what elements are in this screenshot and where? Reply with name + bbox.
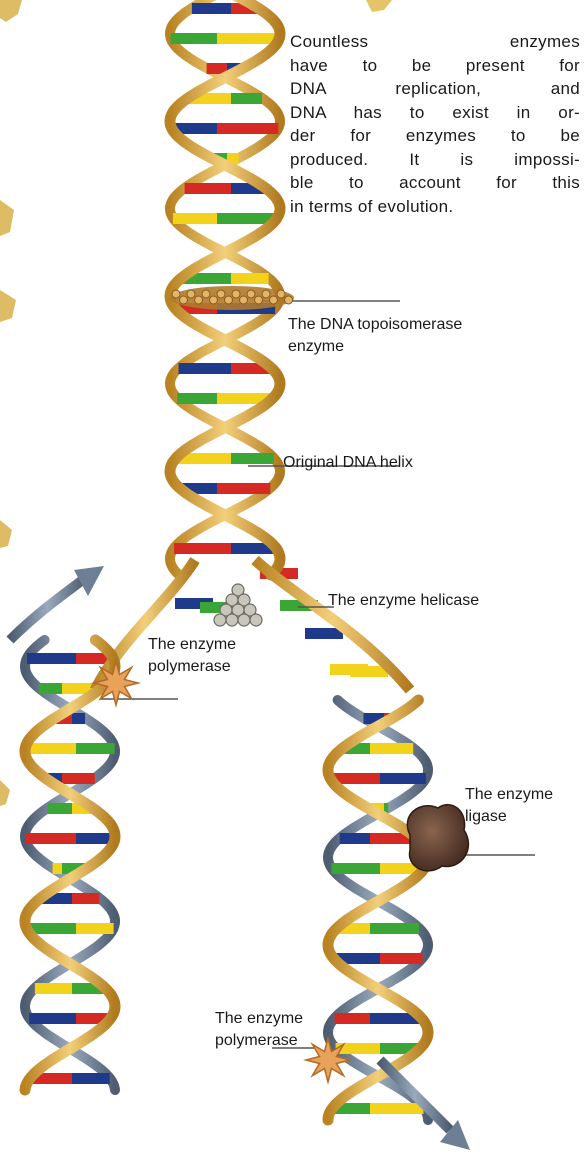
base-pair bbox=[72, 713, 85, 724]
base-pair bbox=[231, 93, 262, 104]
base-pair bbox=[76, 743, 115, 754]
base-pair bbox=[185, 183, 231, 194]
label-helicase: The enzyme helicase bbox=[328, 590, 479, 612]
base-pair bbox=[47, 803, 72, 814]
label-polymerase-left: The enzyme polymerase bbox=[148, 634, 236, 678]
base-pair bbox=[231, 273, 269, 284]
base-pair bbox=[72, 1073, 110, 1084]
description-line: Countless enzymes bbox=[290, 30, 580, 54]
base-pair bbox=[173, 213, 217, 224]
ligase-enzyme bbox=[407, 805, 468, 871]
base-pair bbox=[171, 33, 217, 44]
base-pair bbox=[179, 363, 231, 374]
description-text: Countless enzymes have to be present for… bbox=[290, 30, 580, 218]
label-line: The enzyme bbox=[148, 634, 236, 656]
base-pair bbox=[231, 453, 274, 464]
label-line: ligase bbox=[465, 806, 553, 828]
leaf-decoration bbox=[0, 0, 22, 806]
new-strand-arrow-left bbox=[10, 578, 85, 640]
base-pair bbox=[370, 923, 419, 934]
leaf-decoration bbox=[366, 0, 392, 12]
new-strand-arrow-right bbox=[380, 1060, 450, 1130]
base-pair bbox=[370, 743, 413, 754]
label-line: The enzyme bbox=[465, 784, 553, 806]
base-pair bbox=[217, 123, 278, 134]
base-pair bbox=[27, 653, 76, 664]
base-pair bbox=[29, 1013, 76, 1024]
description-line: der for enzymes to be bbox=[290, 124, 580, 148]
description-line: DNA replication, and bbox=[290, 77, 580, 101]
label-line: polymerase bbox=[148, 656, 236, 678]
polymerase-enzyme-bottom bbox=[306, 1038, 350, 1082]
base-pair bbox=[305, 628, 343, 639]
base-pair bbox=[53, 863, 62, 874]
description-line: DNA has to exist in or- bbox=[290, 101, 580, 125]
label-line: enzyme bbox=[288, 336, 462, 358]
base-pair bbox=[192, 3, 231, 14]
label-ligase: The enzyme ligase bbox=[465, 784, 553, 828]
base-pair bbox=[370, 1103, 423, 1114]
label-original-helix: Original DNA helix bbox=[283, 452, 413, 474]
label-line: The enzyme bbox=[215, 1008, 303, 1030]
label-topoisomerase: The DNA topoisomerase enzyme bbox=[288, 314, 462, 358]
base-pair bbox=[177, 393, 217, 404]
description-line: produced. It is impossi- bbox=[290, 148, 580, 172]
base-pair bbox=[35, 983, 72, 994]
label-line: polymerase bbox=[215, 1030, 303, 1052]
base-pair bbox=[340, 833, 370, 844]
label-polymerase-bottom: The enzyme polymerase bbox=[215, 1008, 303, 1052]
base-pair bbox=[72, 893, 99, 904]
description-line: have to be present for bbox=[290, 54, 580, 78]
base-pair bbox=[62, 773, 95, 784]
base-pair bbox=[25, 833, 76, 844]
base-pair bbox=[380, 773, 426, 784]
base-pair bbox=[380, 953, 423, 964]
base-pair bbox=[217, 33, 279, 44]
base-pair bbox=[217, 483, 270, 494]
base-pair bbox=[39, 683, 62, 694]
topoisomerase-enzyme bbox=[170, 286, 294, 310]
base-pair bbox=[332, 863, 380, 874]
polymerase-enzyme-left bbox=[94, 661, 138, 705]
base-pair bbox=[25, 743, 76, 754]
description-line: ble to account for this bbox=[290, 171, 580, 195]
base-pair bbox=[174, 543, 231, 554]
base-pair bbox=[76, 923, 114, 934]
base-pair bbox=[335, 1013, 370, 1024]
label-line: The DNA topoisomerase bbox=[288, 314, 462, 336]
description-line: in terms of evolution. bbox=[290, 195, 580, 219]
